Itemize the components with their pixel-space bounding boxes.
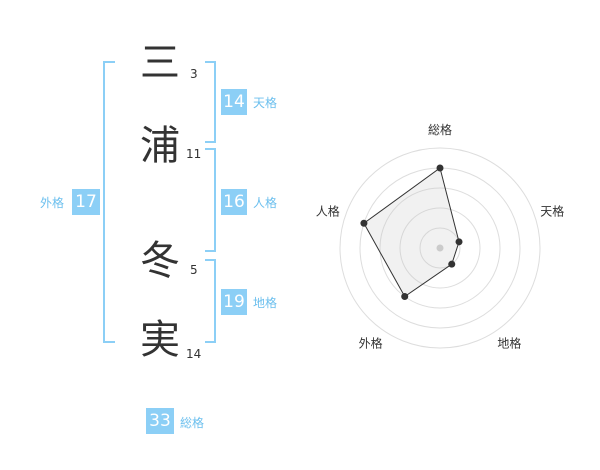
radar-axis-label-4: 外格 bbox=[359, 335, 383, 350]
grid-ring-5 bbox=[339, 147, 541, 349]
tenkaku-label: 天格 bbox=[253, 96, 278, 110]
name-char-2: 浦 bbox=[140, 123, 180, 169]
stroke-count-3: 5 bbox=[190, 263, 198, 277]
stroke-count-2: 11 bbox=[186, 147, 202, 161]
chikaku-value: 19 bbox=[221, 289, 247, 315]
radar-point-1 bbox=[436, 164, 444, 172]
soukaku-value: 33 bbox=[146, 408, 174, 434]
radar-point-5 bbox=[360, 219, 368, 227]
radar-polygon bbox=[363, 167, 460, 298]
jinkaku-label: 人格 bbox=[253, 196, 278, 210]
radar-axis-label-3: 地格 bbox=[497, 335, 521, 350]
jinkaku-value: 16 bbox=[221, 189, 247, 215]
stroke-count-1: 3 bbox=[190, 67, 198, 81]
stroke-count-4: 14 bbox=[186, 347, 202, 361]
name-char-3: 冬 bbox=[140, 238, 180, 284]
radar-axis-label-5: 人格 bbox=[316, 204, 340, 219]
chikaku-bracket bbox=[205, 259, 216, 343]
grid-ring-3 bbox=[379, 187, 501, 309]
grid-ring-1 bbox=[419, 227, 461, 269]
name-char-1: 三 bbox=[140, 40, 180, 86]
radar-axis-label-2: 天格 bbox=[540, 204, 564, 219]
name-char-4: 実 bbox=[140, 317, 180, 363]
gaikaku-label: 外格 bbox=[40, 196, 65, 210]
chikaku-label: 地格 bbox=[253, 296, 278, 310]
soukaku-label: 総格 bbox=[180, 416, 205, 430]
radar-axis-label-1: 総格 bbox=[428, 122, 452, 137]
gaikaku-value: 17 bbox=[72, 189, 100, 215]
radar-center-dot bbox=[436, 244, 444, 252]
radar-point-3 bbox=[448, 260, 456, 268]
tenkaku-bracket bbox=[205, 61, 216, 143]
jinkaku-bracket bbox=[205, 148, 216, 252]
gaikaku-bracket bbox=[103, 61, 115, 343]
radar-point-4 bbox=[401, 293, 409, 301]
grid-ring-2 bbox=[399, 207, 481, 289]
tenkaku-value: 14 bbox=[221, 89, 247, 115]
radar-point-2 bbox=[455, 238, 463, 246]
